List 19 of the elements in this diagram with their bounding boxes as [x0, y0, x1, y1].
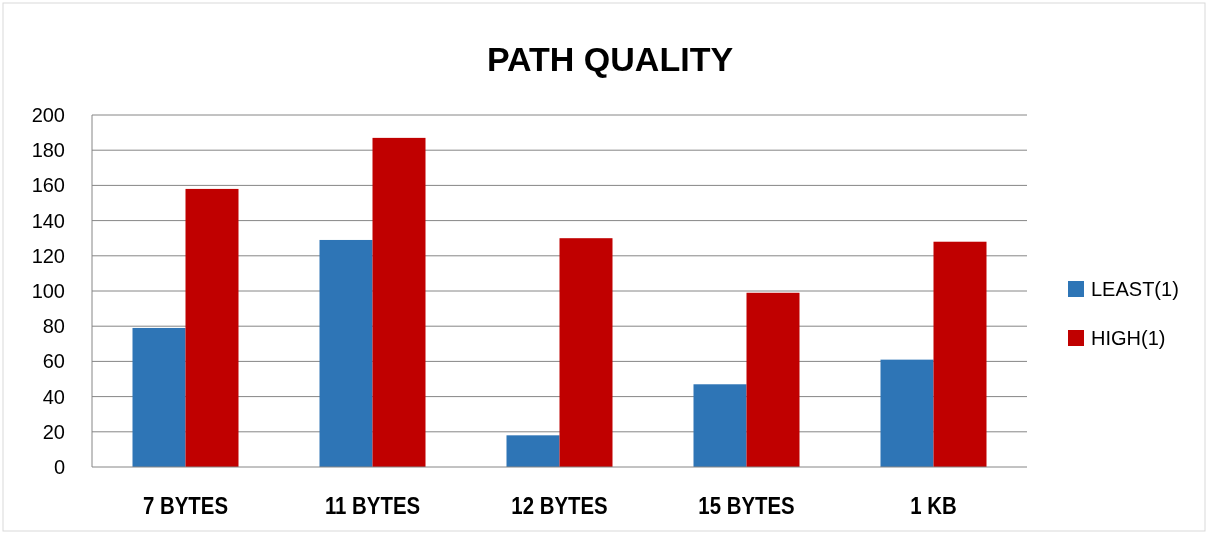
axis-tick-label: 100: [31, 280, 65, 302]
axis-tick-label: 120: [31, 244, 65, 267]
axis-tick-label: 40: [42, 385, 65, 408]
category-label: 7 BYTES: [143, 492, 228, 520]
chart-title: PATH QUALITY: [486, 40, 734, 78]
category-label: 1 KB: [910, 492, 957, 520]
axis-tick-label: 60: [42, 350, 65, 373]
category-label: 11 BYTES: [324, 492, 421, 520]
category-label: 12 BYTES: [511, 492, 608, 520]
axis-tick-label: 180: [31, 139, 65, 162]
legend-label: HIGH(1): [1091, 327, 1166, 349]
category-label: 15 BYTES: [698, 492, 795, 520]
axis-tick-label: 20: [42, 420, 65, 443]
axis-tick-label: 200: [31, 104, 65, 126]
axis-tick-label: 160: [31, 174, 65, 197]
axis-tick-label: 80: [42, 315, 65, 338]
legend-label: LEAST(1): [1091, 278, 1179, 300]
axis-tick-label: 0: [53, 456, 65, 478]
axis-tick-label: 140: [31, 209, 65, 232]
